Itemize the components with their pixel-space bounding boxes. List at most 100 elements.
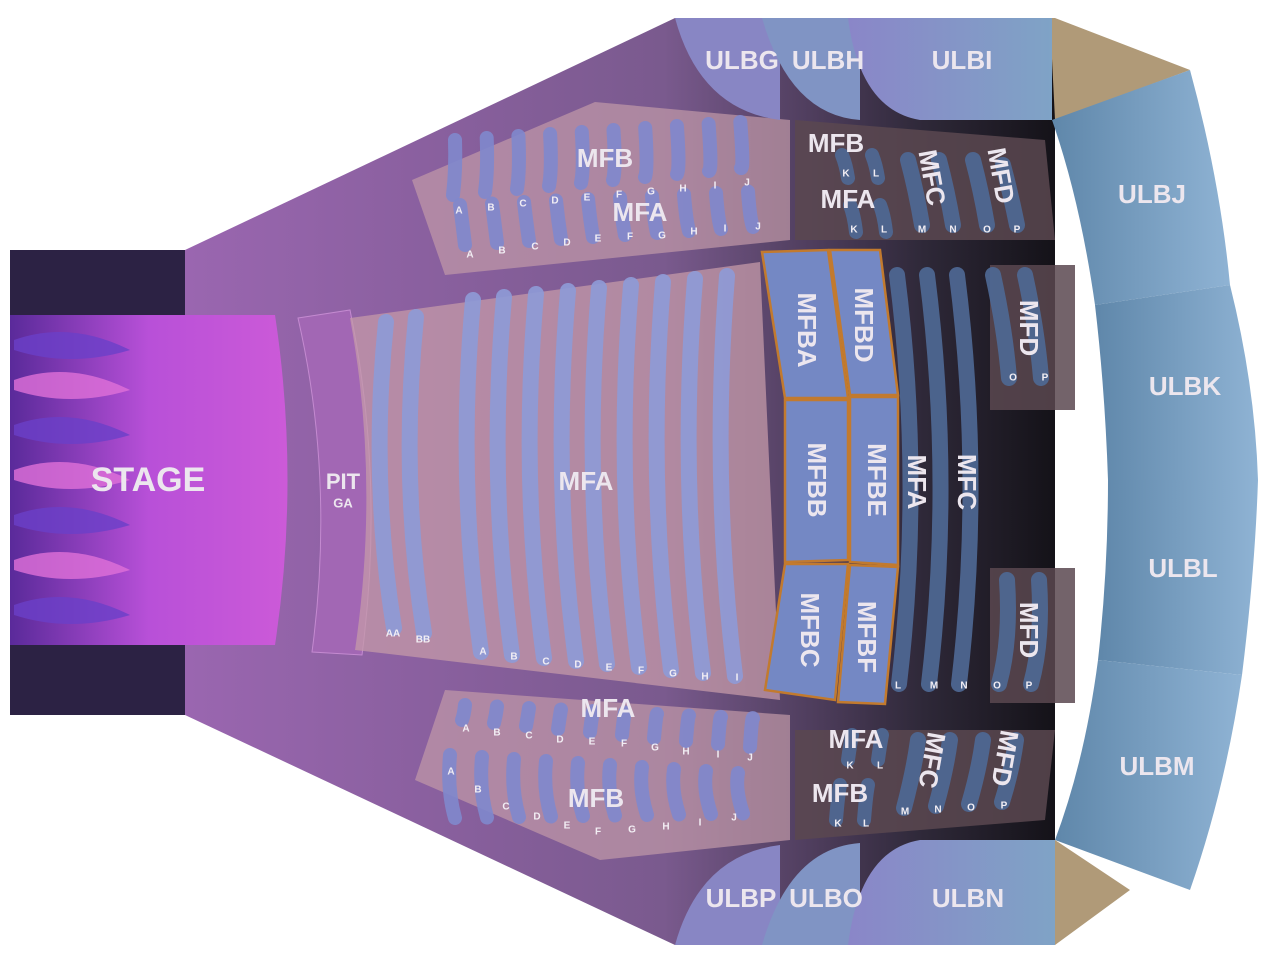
seat-row-top-lower[interactable] xyxy=(517,195,536,248)
seat-row-main[interactable] xyxy=(489,289,520,663)
section-ulbg[interactable] xyxy=(675,18,780,120)
seat-row-box-top[interactable] xyxy=(965,152,995,233)
seat-row-bottom-upper[interactable] xyxy=(519,701,536,733)
section-ulbm[interactable] xyxy=(1055,660,1242,890)
seat-row-box-top[interactable] xyxy=(995,157,1025,233)
seat-row-bottom-lower[interactable] xyxy=(506,752,526,824)
section-mfbd[interactable] xyxy=(828,248,900,397)
seat-row-top-lower[interactable] xyxy=(549,193,568,246)
seat-row-box-bottom[interactable] xyxy=(961,732,991,812)
seat-row-box-bottom[interactable] xyxy=(841,728,859,767)
section-mfba[interactable] xyxy=(760,248,850,400)
section-mfbc[interactable] xyxy=(763,562,850,702)
seat-row-bottom-lower[interactable] xyxy=(666,762,686,822)
seat-row-mfd-upper[interactable] xyxy=(1017,267,1049,386)
seat-row-bottom-lower[interactable] xyxy=(634,760,654,822)
seat-row-top-upper[interactable] xyxy=(446,133,463,202)
seat-row-top-upper[interactable] xyxy=(478,131,495,199)
seat-row-top-upper[interactable] xyxy=(542,127,558,193)
seat-row-bottom-upper[interactable] xyxy=(647,707,664,745)
seat-row-main[interactable] xyxy=(712,268,743,684)
seat-row-main[interactable] xyxy=(371,314,402,636)
seat-row-bottom-upper[interactable] xyxy=(487,699,504,730)
seat-row-bottom-upper[interactable] xyxy=(679,708,696,748)
seat-row-bottom-lower[interactable] xyxy=(730,766,750,821)
seat-row-main[interactable] xyxy=(521,286,552,666)
seat-row-mfd-lower[interactable] xyxy=(991,572,1016,692)
seat-row-top-upper[interactable] xyxy=(701,117,718,178)
seat-row-box-top[interactable] xyxy=(843,198,863,239)
section-ulbn[interactable] xyxy=(848,840,1055,945)
seat-row-top-upper[interactable] xyxy=(606,123,622,187)
seat-row-top-upper[interactable] xyxy=(638,121,654,184)
seat-row-box-top[interactable] xyxy=(931,152,961,233)
seat-row-main[interactable] xyxy=(401,309,432,641)
seat-row-bottom-lower[interactable] xyxy=(538,754,558,824)
seat-row-bottom-upper[interactable] xyxy=(455,698,472,727)
seat-row-right[interactable] xyxy=(889,267,919,692)
seat-row-box-top[interactable] xyxy=(900,152,930,233)
seat-row-box-bottom[interactable] xyxy=(829,778,847,827)
seat-row-top-upper[interactable] xyxy=(510,129,526,196)
seat-row-box-top[interactable] xyxy=(873,198,893,239)
section-mfbb[interactable] xyxy=(783,398,850,564)
seat-row-main[interactable] xyxy=(584,280,615,672)
section-ulbl[interactable] xyxy=(1098,480,1258,675)
seat-row-mfd-upper[interactable] xyxy=(985,267,1017,386)
seat-row-top-upper[interactable] xyxy=(733,115,750,176)
seat-row-top-lower[interactable] xyxy=(645,189,664,240)
seat-row-right[interactable] xyxy=(949,267,979,692)
seat-row-box-bottom[interactable] xyxy=(896,732,926,816)
seat-row-top-lower[interactable] xyxy=(581,192,600,244)
seat-row-bottom-upper[interactable] xyxy=(551,702,568,736)
seat-row-main[interactable] xyxy=(648,274,679,678)
seat-row-top-lower[interactable] xyxy=(741,184,760,234)
seat-row-mfd-lower[interactable] xyxy=(1023,572,1048,692)
seat-row-main[interactable] xyxy=(553,283,584,669)
section-ulbo[interactable] xyxy=(762,843,860,945)
row-label: O xyxy=(983,225,991,236)
seat-row-bottom-upper[interactable] xyxy=(615,705,632,742)
section-ulbk[interactable] xyxy=(1095,285,1258,480)
seat-row-top-upper[interactable] xyxy=(669,119,686,181)
row-label: J xyxy=(744,178,750,189)
section-ulbj[interactable] xyxy=(1052,70,1230,305)
seat-row-box-bottom[interactable] xyxy=(871,728,889,767)
section-ulbp[interactable] xyxy=(675,845,780,945)
row-label: B xyxy=(474,785,481,796)
seat-row-box-bottom[interactable] xyxy=(928,732,958,814)
seat-row-top-lower[interactable] xyxy=(709,186,728,236)
row-label: N xyxy=(960,681,967,692)
seat-row-bottom-lower[interactable] xyxy=(570,756,590,823)
section-mfbe[interactable] xyxy=(848,395,900,567)
row-label: I xyxy=(724,224,727,235)
seat-row-top-upper[interactable] xyxy=(574,125,590,190)
seat-row-top-lower[interactable] xyxy=(677,187,696,238)
section-ulbh[interactable] xyxy=(762,18,860,120)
seat-row-bottom-lower[interactable] xyxy=(602,758,622,823)
seat-row-main[interactable] xyxy=(458,292,489,660)
seat-row-bottom-lower[interactable] xyxy=(442,748,462,825)
seat-row-top-lower[interactable] xyxy=(453,198,472,252)
seat-row-main[interactable] xyxy=(616,277,647,675)
seat-row-top-lower[interactable] xyxy=(485,196,504,250)
seat-row-bottom-upper[interactable] xyxy=(583,704,600,739)
seat-row-top-lower[interactable] xyxy=(613,190,632,242)
seat-row-bottom-upper[interactable] xyxy=(743,711,760,754)
section-mfbf[interactable] xyxy=(836,563,900,706)
seat-row-box-top[interactable] xyxy=(835,148,855,185)
label-mfb-box-top: MFB xyxy=(808,128,864,158)
seat-row-bottom-upper[interactable] xyxy=(711,709,728,751)
row-label: B xyxy=(510,652,517,663)
row-label: E xyxy=(589,737,596,748)
seat-row-bottom-lower[interactable] xyxy=(698,764,718,821)
seat-row-bottom-lower[interactable] xyxy=(474,750,494,825)
seat-row-box-bottom[interactable] xyxy=(994,732,1024,810)
row-label: D xyxy=(556,735,563,746)
seat-row-main[interactable] xyxy=(680,271,711,681)
seat-row-right[interactable] xyxy=(919,267,949,692)
seat-row-box-top[interactable] xyxy=(865,148,885,185)
seat-row-box-bottom[interactable] xyxy=(857,778,875,827)
label-mfbd: MFBD xyxy=(849,287,879,362)
section-ulbi[interactable] xyxy=(848,18,1052,120)
